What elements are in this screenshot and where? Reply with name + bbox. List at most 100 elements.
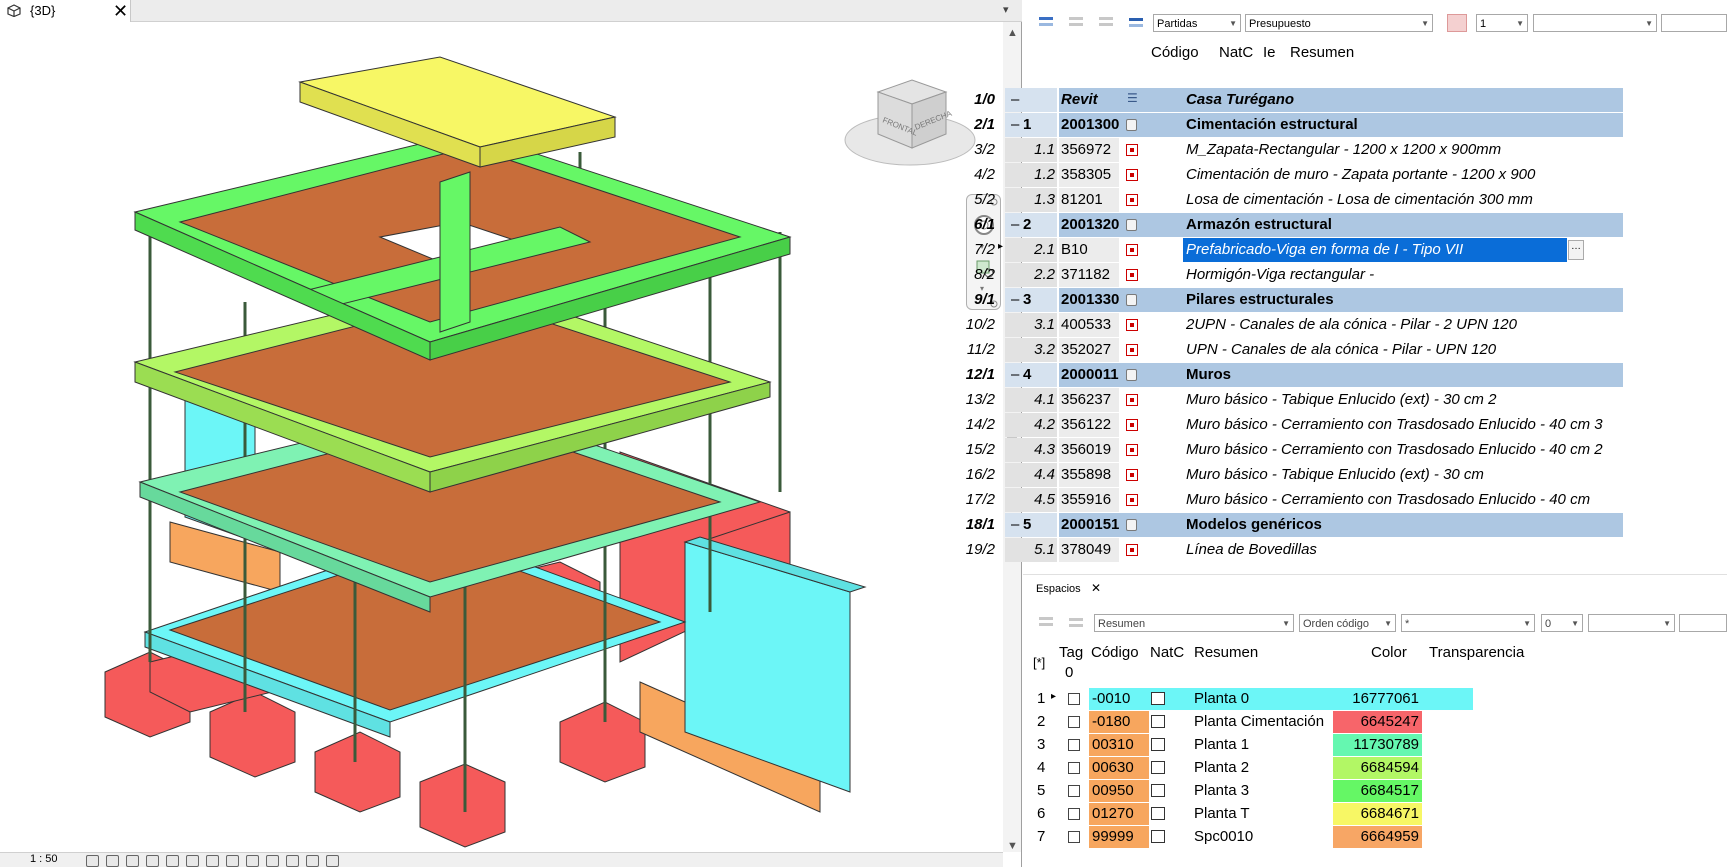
space-code-cell[interactable]: 00950 [1089,780,1149,802]
tag-checkbox[interactable] [1068,762,1080,774]
code-cell[interactable]: 356122 [1059,413,1119,437]
code-cell[interactable]: 2001300 [1059,113,1119,137]
header-ie[interactable]: Ie [1263,44,1276,61]
summary-cell[interactable]: Prefabricado-Viga en forma de I - Tipo V… [1183,238,1567,262]
space-summary-cell[interactable]: Planta T [1194,805,1250,822]
header-tag[interactable]: Tag [1059,644,1084,661]
tag-checkbox[interactable] [1068,693,1080,705]
visual-style-icon[interactable] [106,855,119,867]
code-cell[interactable]: 400533 [1059,313,1119,337]
summary-cell[interactable]: Hormigón-Viga rectangular - [1186,266,1375,283]
summary-cell[interactable]: 2UPN - Canales de ala cónica - Pilar - 2… [1186,316,1517,333]
view-cube[interactable]: FRONTAL DERECHA [844,79,976,166]
search-input[interactable] [1661,14,1727,32]
code-cell[interactable]: B10 [1059,238,1119,262]
code-cell[interactable]: 81201 [1059,188,1119,212]
filter-combo[interactable]: ▼ [1533,14,1657,32]
code-cell[interactable]: 356237 [1059,388,1119,412]
code-cell[interactable]: 2000011 [1059,363,1119,387]
show-crop-icon[interactable] [206,855,219,867]
header-natc[interactable]: NatC [1150,644,1185,661]
expand-collapse-icon[interactable]: – [1011,116,1020,133]
summary-cell[interactable]: Cimentación estructural [1183,113,1623,137]
code-cell[interactable]: 358305 [1059,163,1119,187]
spaces-field-combo[interactable]: Resumen▼ [1094,614,1294,632]
summary-cell[interactable]: Muro básico - Tabique Enlucido (ext) - 3… [1186,391,1497,408]
spaces-mask-combo[interactable]: *▼ [1401,614,1535,632]
summary-cell[interactable]: Muro básico - Tabique Enlucido (ext) - 3… [1186,466,1484,483]
code-cell[interactable]: Revit [1059,88,1119,112]
calendar-icon[interactable] [1447,14,1467,32]
space-summary-cell[interactable]: Planta 1 [1194,736,1250,753]
space-color-cell[interactable]: 6684671 [1333,803,1422,825]
3d-view-pane[interactable]: {3D} ✕ ▾ [0,0,1022,867]
tag-checkbox[interactable] [1068,785,1080,797]
filter-level-icon[interactable] [1127,12,1145,28]
scroll-down-icon[interactable]: ▼ [1007,840,1018,852]
header-codigo[interactable]: Código [1091,644,1139,661]
level-combo[interactable]: 1▼ [1476,14,1528,32]
code-cell[interactable]: 356972 [1059,138,1119,162]
space-color-cell[interactable]: 6684517 [1333,780,1422,802]
space-code-cell[interactable]: 01270 [1089,803,1149,825]
shadows-icon[interactable] [146,855,159,867]
expand-collapse-icon[interactable]: – [1011,516,1020,533]
collapse-all-icon[interactable] [1067,612,1085,628]
space-code-cell[interactable]: -0180 [1089,711,1149,733]
header-transparencia[interactable]: Transparencia [1429,644,1525,661]
code-cell[interactable]: 2001330 [1059,288,1119,312]
tag-checkbox[interactable] [1068,808,1080,820]
code-cell[interactable]: 2000151 [1059,513,1119,537]
code-cell[interactable]: 352027 [1059,338,1119,362]
tag-checkbox[interactable] [1068,831,1080,843]
space-code-cell[interactable]: 00630 [1089,757,1149,779]
header-marker[interactable]: [*] [1033,655,1046,670]
summary-cell[interactable]: Línea de Bovedillas [1186,541,1317,558]
expand-all-icon[interactable] [1037,14,1055,30]
scroll-up-icon[interactable]: ▲ [1007,27,1018,39]
header-resumen[interactable]: Resumen [1290,44,1355,61]
expand-collapse-icon[interactable]: – [1011,291,1020,308]
crop-view-icon[interactable] [186,855,199,867]
close-icon[interactable]: ✕ [113,1,129,21]
tag-checkbox[interactable] [1068,739,1080,751]
navigation-wheel-icon[interactable]: ▾ ▾ [967,195,1002,311]
code-cell[interactable]: 355916 [1059,488,1119,512]
render-icon[interactable] [166,855,179,867]
3d-model-canvas[interactable]: FRONTAL DERECHA [0,22,1003,852]
code-cell[interactable]: 378049 [1059,538,1119,562]
expand-collapse-icon[interactable]: – [1011,366,1020,383]
expand-all-icon[interactable] [1037,614,1055,630]
summary-cell[interactable]: Pilares estructurales [1183,288,1623,312]
close-icon[interactable]: ✕ [1091,581,1102,595]
space-code-cell[interactable]: 99999 [1089,826,1149,848]
summary-cell[interactable]: M_Zapata-Rectangular - 1200 x 1200 x 900… [1186,141,1502,158]
summary-cell[interactable]: Muros [1183,363,1623,387]
collapse-level-icon[interactable] [1067,14,1085,30]
space-color-cell[interactable]: 16777061 [1333,688,1422,710]
lock-3d-icon[interactable] [226,855,239,867]
space-code-cell[interactable]: 00310 [1089,734,1149,756]
summary-cell[interactable]: UPN - Canales de ala cónica - Pilar - UP… [1186,341,1497,358]
summary-cell[interactable]: Muro básico - Cerramiento con Trasdosado… [1186,491,1591,508]
